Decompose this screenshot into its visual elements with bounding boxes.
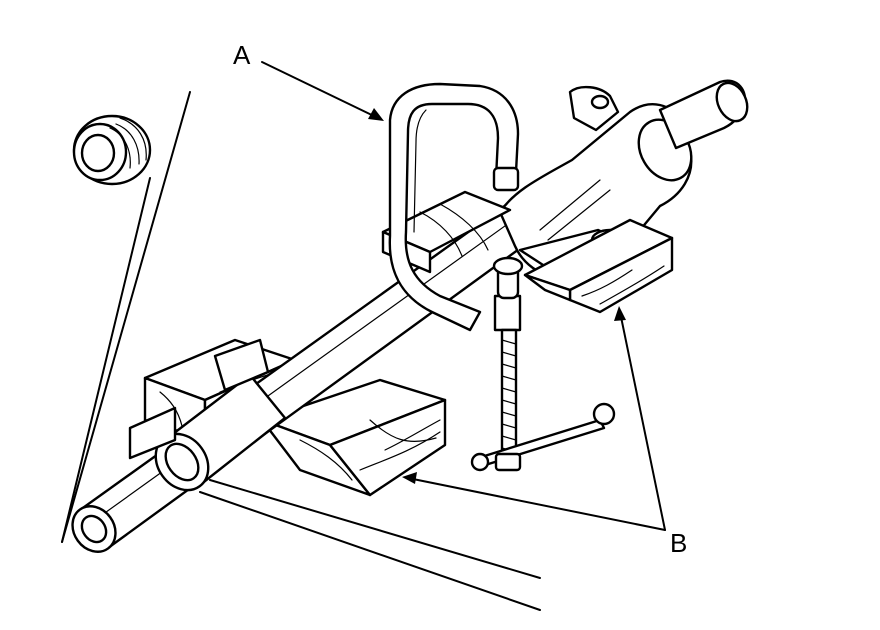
seal-bushing-detail <box>72 114 152 186</box>
wood-block-housing <box>523 218 674 314</box>
tube-bracket <box>128 338 270 460</box>
c-clamp <box>388 82 616 472</box>
leader-b <box>402 306 666 531</box>
wood-block-front <box>260 378 447 497</box>
callout-a-label: A <box>233 40 251 70</box>
rack-tube <box>71 193 550 553</box>
leader-a <box>261 61 384 121</box>
detail-leader-lines <box>61 91 191 543</box>
callout-b-label: B <box>670 528 687 558</box>
input-shaft <box>658 79 749 150</box>
bench-lines <box>199 479 541 611</box>
